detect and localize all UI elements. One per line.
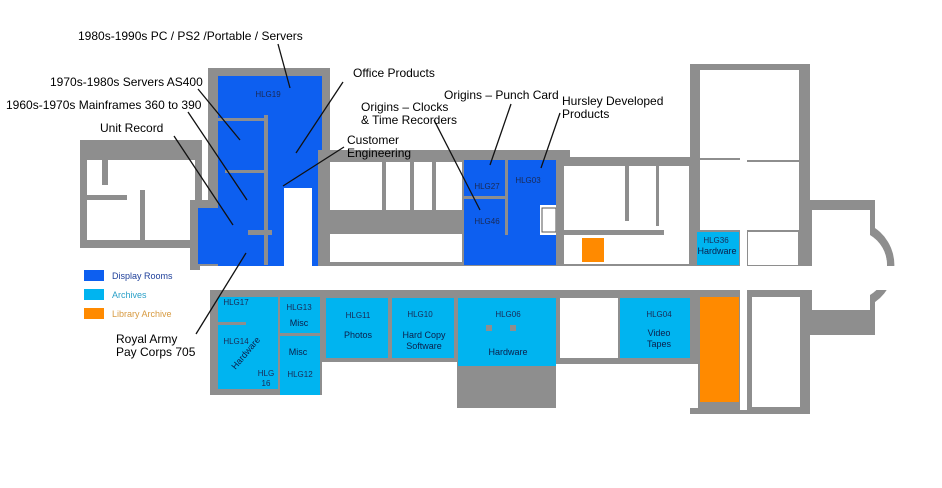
callout-customer-engineering-1: Customer: [347, 133, 399, 147]
callout-customer-engineering-2: Engineering: [347, 146, 411, 160]
callout-office-products: Office Products: [353, 66, 435, 80]
room-use-hlg04-line2: Tapes: [647, 339, 672, 349]
callout-origins-clocks-2: & Time Recorders: [361, 113, 457, 127]
room-label-hlg04: HLG04: [646, 310, 672, 319]
callout-origins-punch: Origins – Punch Card: [444, 88, 559, 102]
legend-label-display: Display Rooms: [112, 271, 173, 281]
legend-label-library: Library Archive: [112, 309, 172, 319]
room-label-hlg03: HLG03: [515, 176, 541, 185]
room-label-hlg11: HLG11: [346, 311, 371, 320]
room-use-hlg12: Misc: [289, 347, 308, 357]
library-archive-large: [697, 297, 739, 402]
northeast-wing: [690, 64, 810, 414]
room-label-hlg17: HLG17: [223, 298, 249, 307]
legend-swatch-archives: [84, 289, 104, 300]
south-range: [210, 290, 700, 408]
room-use-hlg10-line1: Hard Copy: [402, 330, 446, 340]
room-labels: HLG19 HLG27 HLG46 HLG03 HLG36 Hardware H…: [223, 90, 736, 388]
callout-pc-ps2: 1980s-1990s PC / PS2 /Portable / Servers: [78, 29, 303, 43]
room-label-hlg16-b: 16: [262, 379, 271, 388]
callout-royal-army-2: Pay Corps 705: [116, 345, 196, 359]
room-label-hlg19: HLG19: [255, 90, 281, 99]
callouts: 1980s-1990s PC / PS2 /Portable / Servers…: [6, 29, 663, 359]
room-use-hlg06: Hardware: [488, 347, 527, 357]
callout-servers-as400: 1970s-1980s Servers AS400: [50, 75, 203, 89]
room-use-hlg04-line1: Video: [648, 328, 671, 338]
callout-hursley-2: Products: [562, 107, 609, 121]
legend: Display Rooms Archives Library Archive: [84, 270, 173, 319]
room-label-hlg46: HLG46: [474, 217, 500, 226]
room-label-hlg06: HLG06: [495, 310, 521, 319]
callout-hursley-1: Hursley Developed: [562, 94, 663, 108]
room-label-hlg10: HLG10: [407, 310, 433, 319]
callout-royal-army-1: Royal Army: [116, 332, 177, 346]
room-use-hlg36: Hardware: [697, 246, 736, 256]
room-hlg36: [697, 232, 739, 265]
room-use-hlg13: Misc: [290, 318, 309, 328]
legend-label-archives: Archives: [112, 290, 147, 300]
central-north: [318, 150, 570, 272]
main-corridor: [200, 266, 910, 290]
room-label-hlg36: HLG36: [703, 236, 729, 245]
leader-lines: [173, 43, 561, 335]
room-use-hlg11: Photos: [344, 330, 373, 340]
library-archive-small: [582, 238, 604, 262]
legend-swatch-display: [84, 270, 104, 281]
east-middle: [556, 157, 696, 272]
legend-swatch-library: [84, 308, 104, 319]
room-use-hlg10-line2: Software: [406, 341, 442, 351]
callout-origins-clocks-1: Origins – Clocks: [361, 100, 448, 114]
west-wing: [190, 68, 330, 273]
room-label-hlg27: HLG27: [474, 182, 500, 191]
callout-unit-record: Unit Record: [100, 121, 163, 135]
room-label-hlg14: HLG14: [223, 337, 249, 346]
room-label-hlg16-a: HLG: [258, 369, 274, 378]
west-annex: [80, 140, 202, 248]
room-label-hlg12: HLG12: [287, 370, 313, 379]
callout-mainframes: 1960s-1970s Mainframes 360 to 390: [6, 98, 202, 112]
room-label-hlg13: HLG13: [286, 303, 312, 312]
